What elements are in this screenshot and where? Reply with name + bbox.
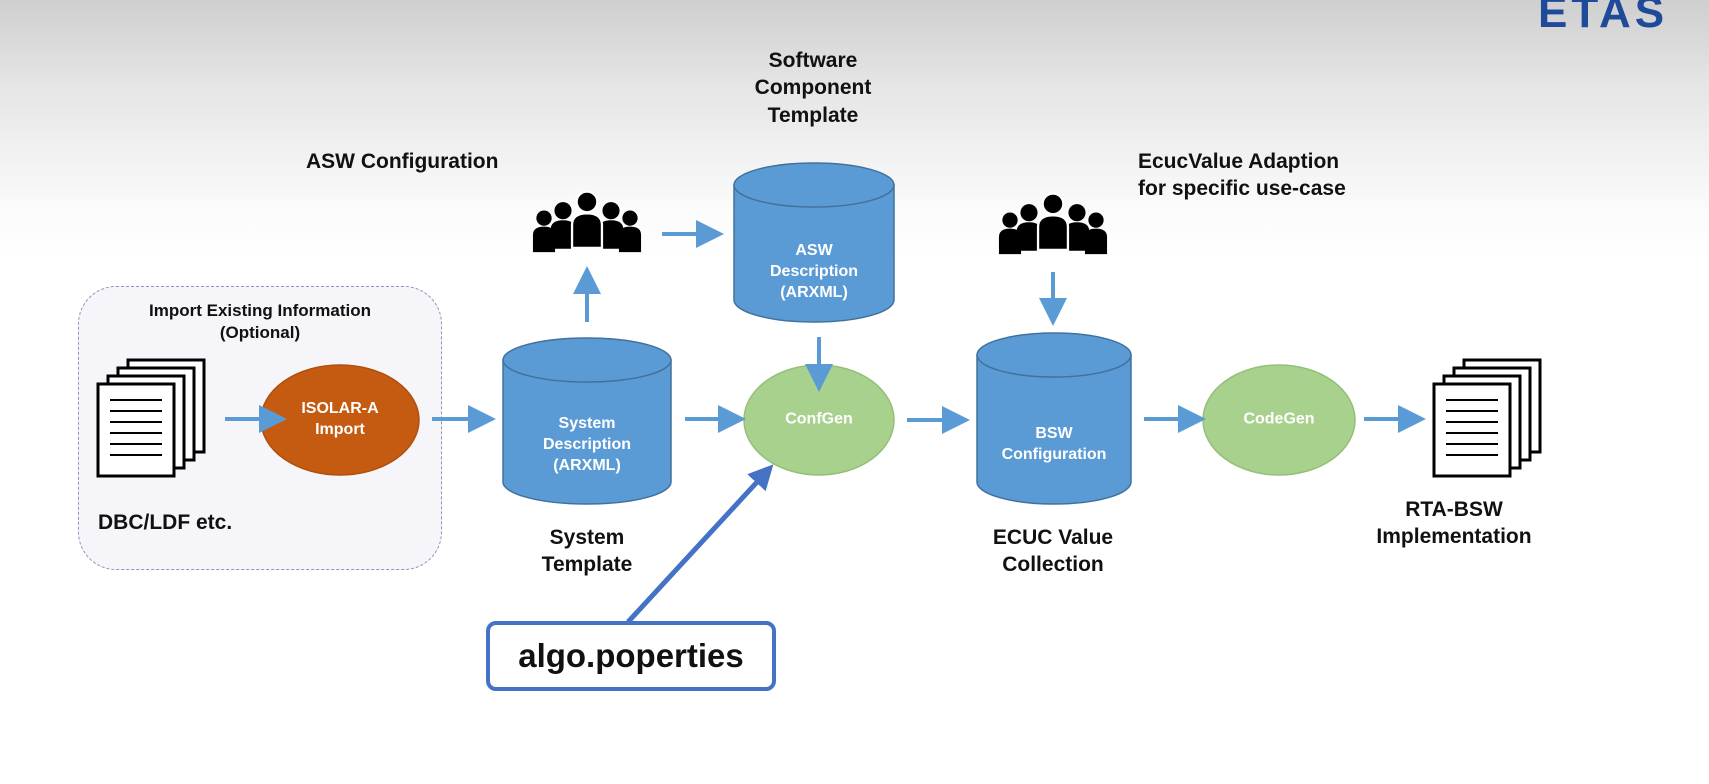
asw-description-label: ASW Description (ARXML) [769,241,859,301]
bsw-configuration-label: BSW Configuration [1001,425,1107,463]
etas-logo: ETAS [1538,0,1669,37]
document-stack-icon [1432,358,1542,478]
system-description-database [502,337,672,505]
asw-description-database [733,162,895,323]
codegen-label: CodeGen [1243,410,1315,428]
software-component-template-label: Software Component Template [754,49,872,127]
ecuc-value-collection-label: ECUC Value Collection [992,526,1114,577]
people-group-icon [532,190,642,253]
document-stack-icon [96,358,206,478]
people-group-icon [998,192,1108,255]
confgen-label: ConfGen [785,410,853,428]
import-group-title: Import Existing Information (Optional) [149,301,371,343]
ecucvalue-adaption-label: EcucValue Adaption for specific use-case [1138,150,1346,201]
algo-properties-callout: algo.poperties [486,621,776,691]
rta-bsw-implementation-label: RTA-BSW Implementation [1376,498,1532,549]
asw-configuration-label: ASW Configuration [306,150,499,173]
system-template-label: System Template [541,526,633,577]
bsw-configuration-database [976,332,1132,505]
arrow-properties-to-confgen [626,464,774,624]
algo-properties-text: algo.poperties [518,637,744,674]
dbc-ldf-label: DBC/LDF etc. [98,511,233,534]
isolar-import-label: ISOLAR-A Import [301,400,379,438]
system-description-label: System Description (ARXML) [542,414,632,474]
